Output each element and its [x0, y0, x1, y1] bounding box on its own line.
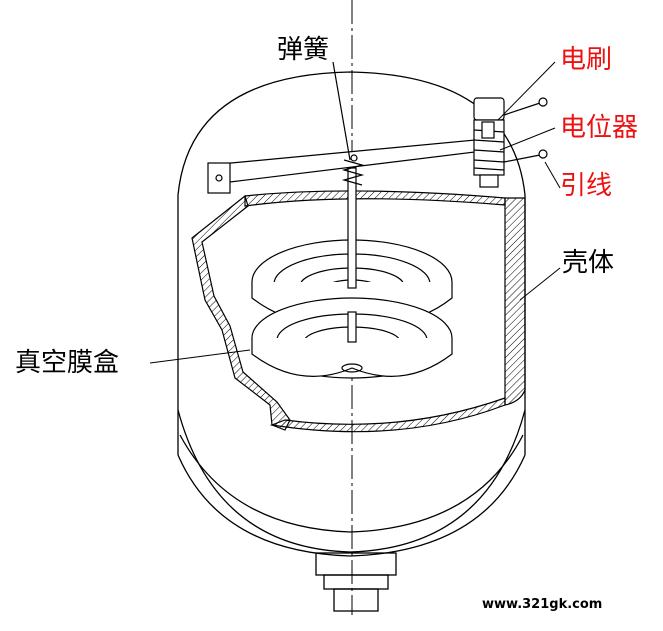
terminals	[503, 97, 548, 163]
label-lead-wire: 引线	[560, 171, 613, 201]
label-potentiometer: 电位器	[560, 113, 639, 143]
label-spring: 弹簧	[277, 35, 330, 65]
shell-wall-right	[504, 197, 526, 406]
watermark: www.321gk.com	[482, 597, 603, 612]
spring	[332, 61, 365, 186]
leader-lines	[149, 61, 561, 364]
lever-arm	[207, 139, 476, 194]
shaft-lower	[347, 311, 357, 343]
label-housing: 壳体	[562, 248, 615, 278]
label-brush: 电刷	[560, 45, 613, 75]
label-vacuum-capsule: 真空膜盒	[15, 348, 120, 378]
shell-bottom-plate	[269, 397, 506, 433]
shaft	[347, 167, 357, 289]
housing-outline	[177, 71, 526, 612]
shell-top-plate	[244, 190, 506, 207]
potentiometer	[473, 97, 505, 188]
